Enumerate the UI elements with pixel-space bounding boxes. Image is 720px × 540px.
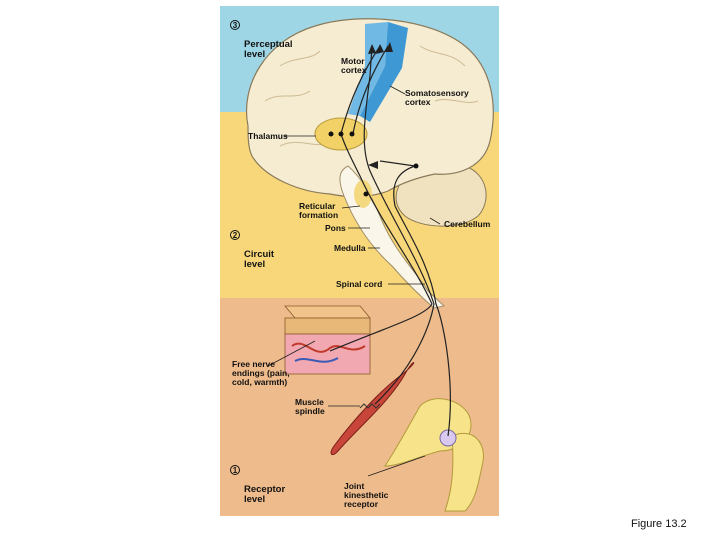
skin-tissue-block	[284, 305, 371, 375]
level-text: Receptor level	[244, 484, 286, 505]
level-text: Perceptual level	[244, 39, 293, 60]
somatosensory-cortex-strip	[360, 22, 408, 122]
reticular-formation	[354, 180, 372, 208]
label-reticular-formation: Reticular formation	[299, 201, 339, 220]
label-cerebellum: Cerebellum	[444, 219, 491, 229]
label-muscle-spindle: Muscle spindle	[295, 397, 325, 416]
brain-gyri	[264, 45, 479, 147]
motor-cortex-strip	[348, 22, 388, 116]
level-number: 2	[230, 230, 240, 240]
label-pons: Pons	[325, 223, 346, 233]
figure-caption: Figure 13.2	[631, 518, 687, 530]
level-receptor: 1 Receptor level	[230, 465, 285, 505]
leader-lines	[267, 85, 441, 477]
sensory-pathways	[329, 45, 451, 437]
label-joint-receptor: Joint kinesthetic receptor	[344, 481, 389, 509]
label-thalamus: Thalamus	[248, 131, 288, 141]
label-somatosensory-cortex: Somatosensory cortex	[405, 88, 469, 107]
label-medulla: Medulla	[334, 243, 366, 253]
level-perceptual: 3 Perceptual level	[230, 20, 293, 60]
spindle-coil	[359, 403, 381, 409]
figure-artwork	[220, 6, 499, 516]
level-number: 3	[230, 20, 240, 30]
level-text: Circuit level	[244, 249, 275, 270]
level-circuit: 2 Circuit level	[230, 230, 274, 270]
pathway-arrows	[368, 42, 393, 169]
level-number: 1	[230, 465, 240, 475]
label-spinal-cord: Spinal cord	[336, 279, 383, 289]
sensory-levels-figure: 3 Perceptual level 2 Circuit level 1 Rec…	[220, 6, 499, 516]
synapse-dots	[328, 131, 419, 197]
label-motor-cortex: Motor cortex	[341, 56, 367, 75]
label-free-nerve-endings: Free nerve endings (pain, cold, warmth)	[232, 359, 290, 387]
